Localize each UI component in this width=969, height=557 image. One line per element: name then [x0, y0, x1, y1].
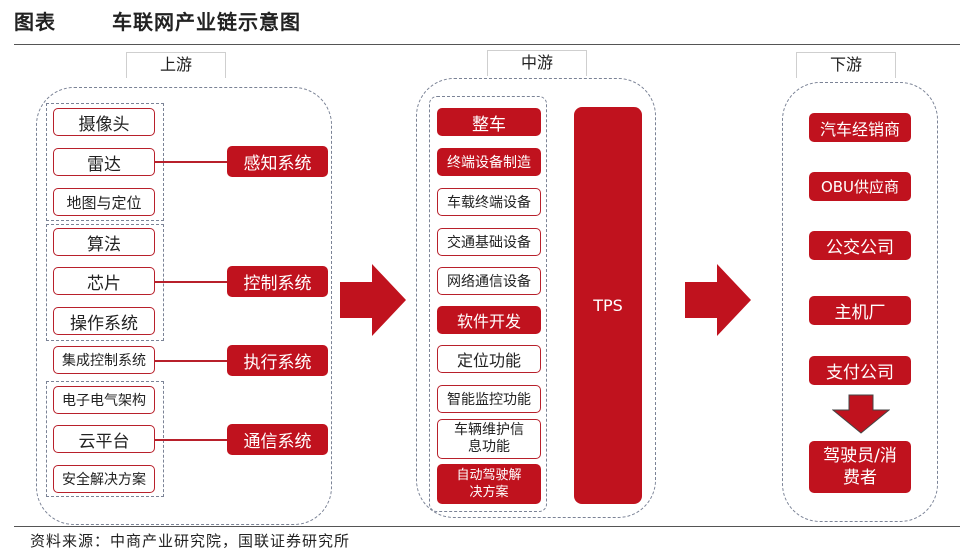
down-item-bus-company: 公交公司 — [809, 231, 911, 260]
mid-item-terminal-manufacturing: 终端设备制造 — [437, 148, 541, 176]
mid-item-vehicle: 整车 — [437, 108, 541, 136]
flow-arrow-up-to-mid-icon — [340, 264, 406, 336]
down-item-oem: 主机厂 — [809, 296, 911, 325]
top-rule — [14, 44, 960, 45]
down-item-obu-supplier: OBU供应商 — [809, 172, 911, 201]
upstream-item-security-solution: 安全解决方案 — [53, 465, 155, 493]
figure-label: 图表 — [14, 10, 56, 34]
flow-arrow-mid-to-down-icon — [685, 264, 751, 336]
upstream-item-map-positioning: 地图与定位 — [53, 188, 155, 216]
upstream-group-control — [46, 224, 164, 341]
connector-execution — [155, 360, 227, 362]
upstream-item-algorithm: 算法 — [53, 228, 155, 256]
midstream-group — [429, 96, 547, 512]
mid-item-onboard-terminal: 车载终端设备 — [437, 188, 541, 216]
mid-item-vehicle-maintenance: 车辆维护信息功能 — [437, 419, 541, 459]
upstream-item-cloud-platform: 云平台 — [53, 425, 155, 453]
system-execution: 执行系统 — [227, 345, 328, 376]
mid-item-smart-monitoring: 智能监控功能 — [437, 385, 541, 413]
system-control: 控制系统 — [227, 266, 328, 297]
midstream-label: 中游 — [487, 50, 587, 76]
connector-communication — [155, 439, 227, 441]
mid-item-autonomous-driving: 自动驾驶解决方案 — [437, 464, 541, 504]
upstream-item-camera: 摄像头 — [53, 108, 155, 136]
upstream-item-radar: 雷达 — [53, 148, 155, 176]
chart-title: 图表 车联网产业链示意图 — [14, 6, 301, 35]
tps-bar: TPS — [574, 107, 642, 504]
source-note: 资料来源：中商产业研究院，国联证券研究所 — [30, 532, 351, 550]
upstream-item-ee-architecture: 电子电气架构 — [53, 386, 155, 414]
upstream-item-integrated-control: 集成控制系统 — [53, 346, 155, 374]
down-item-driver-consumer: 驾驶员/消费者 — [809, 441, 911, 493]
down-arrow-icon — [832, 394, 890, 434]
down-item-payment-company: 支付公司 — [809, 356, 911, 385]
upstream-label: 上游 — [126, 52, 226, 78]
down-item-dealer: 汽车经销商 — [809, 113, 911, 142]
bottom-rule — [14, 526, 960, 527]
mid-item-network-communication: 网络通信设备 — [437, 267, 541, 295]
connector-perception — [155, 161, 227, 163]
mid-item-traffic-infrastructure: 交通基础设备 — [437, 228, 541, 256]
connector-control — [155, 281, 227, 283]
mid-item-positioning: 定位功能 — [437, 345, 541, 373]
mid-item-software-development: 软件开发 — [437, 306, 541, 334]
system-perception: 感知系统 — [227, 146, 328, 177]
upstream-item-chip: 芯片 — [53, 267, 155, 295]
system-communication: 通信系统 — [227, 424, 328, 455]
downstream-label: 下游 — [796, 52, 896, 78]
upstream-item-os: 操作系统 — [53, 307, 155, 335]
figure-title: 车联网产业链示意图 — [112, 10, 301, 34]
